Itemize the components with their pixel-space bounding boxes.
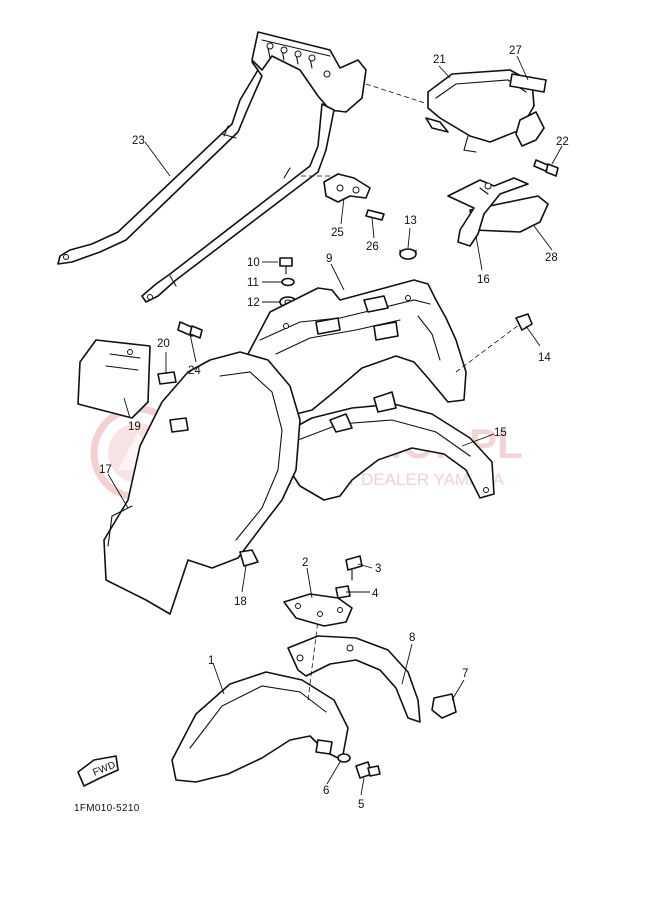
callout-6: 6 [323, 785, 329, 797]
callout-12: 12 [247, 297, 260, 309]
part-7-bracket [431, 693, 457, 719]
callout-11: 11 [247, 277, 259, 289]
part-22-screw [533, 159, 559, 177]
part-27-label [509, 73, 547, 93]
callout-28: 28 [545, 252, 558, 264]
callouts: 1 2 3 4 5 6 7 8 9 10 11 12 13 14 15 16 1… [99, 45, 569, 811]
alignment-lines [296, 83, 521, 701]
callout-21: 21 [433, 54, 446, 66]
callout-8: 8 [409, 632, 415, 644]
callout-19: 19 [128, 421, 141, 433]
part-24-bolt [177, 321, 203, 339]
fwd-arrow-icon: FWD [77, 755, 119, 787]
callout-25: 25 [331, 227, 344, 239]
callout-20: 20 [157, 338, 170, 350]
part-3-bolt [345, 555, 363, 581]
part-18-bolt [239, 549, 259, 567]
part-11-washer [281, 277, 295, 287]
part-26-screw [365, 209, 385, 221]
callout-5: 5 [358, 799, 364, 811]
diagram-code: 1FM010-5210 [74, 803, 140, 814]
callout-15: 15 [494, 427, 507, 439]
callout-14: 14 [538, 352, 551, 364]
callout-4: 4 [372, 588, 379, 600]
part-25-bracket [323, 173, 371, 203]
part-4-nut [335, 585, 351, 599]
callout-10: 10 [247, 257, 260, 269]
part-9-inner-fender [247, 279, 467, 415]
callout-13: 13 [404, 215, 417, 227]
part-15-lower-fender [283, 391, 495, 501]
callout-7: 7 [462, 668, 468, 680]
part-16-bracket [447, 177, 529, 247]
part-1-front-fender [171, 671, 349, 783]
callout-9: 9 [326, 253, 332, 265]
callout-23: 23 [132, 135, 145, 147]
part-6-washer [337, 753, 351, 763]
callout-17: 17 [99, 464, 112, 476]
callout-22: 22 [556, 136, 569, 148]
part-8-fender-stay [287, 635, 421, 723]
callout-26: 26 [366, 241, 379, 253]
part-5-bolt [355, 761, 381, 779]
part-19-plate [77, 339, 151, 419]
callout-27: 27 [509, 45, 522, 57]
leader-lines [107, 55, 563, 796]
callout-16: 16 [477, 274, 490, 286]
part-2-bracket-plate [283, 593, 353, 627]
part-23-rear-frame [57, 31, 367, 303]
callout-18: 18 [234, 596, 247, 608]
part-14-cap-nut [515, 313, 533, 331]
callout-24: 24 [188, 365, 201, 377]
part-20-label [157, 371, 177, 385]
part-13-grommet [399, 248, 417, 260]
part-17-rear-fender [103, 351, 301, 615]
part-10-bolt [279, 257, 293, 275]
callout-1: 1 [208, 655, 214, 667]
callout-3: 3 [375, 563, 381, 575]
part-21-tail-box [425, 69, 545, 153]
callout-2: 2 [302, 557, 308, 569]
